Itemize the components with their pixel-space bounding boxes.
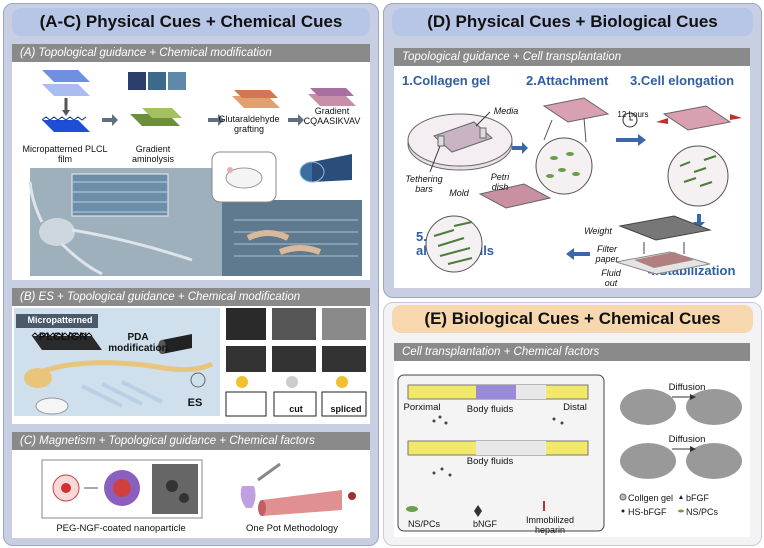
- section-e-illustration: [397, 374, 742, 532]
- legend-bfgf: bFGF: [686, 493, 710, 503]
- legend-collagen-gel: Collgen gel: [628, 493, 674, 503]
- label-diffusion-bottom: Diffusion: [668, 434, 706, 445]
- step-attachment: 2.Attachment: [526, 73, 609, 88]
- legend-bngf: bNGF: [472, 519, 497, 529]
- section-d-illustration: [407, 97, 742, 275]
- section-d-title: Topological guidance + Cell transplantat…: [394, 48, 750, 66]
- legend-ns-pcs-left: NS/PCs: [407, 519, 440, 529]
- label-media: Media: [493, 106, 519, 116]
- section-c-illustration: [41, 459, 356, 519]
- section-a-title: (A) Topological guidance + Chemical modi…: [12, 44, 370, 62]
- step-collagen-gel: 1.Collagen gel: [402, 73, 491, 88]
- aminolysis-illustration: [128, 72, 186, 126]
- label-tethering-bars: Tethering bars: [405, 174, 443, 194]
- label-gradient-aminolysis: Gradient aminolysis: [131, 144, 174, 164]
- section-e-title: Cell transplantation + Chemical factors: [394, 343, 750, 361]
- label-fluid-out: Fluid out: [601, 268, 621, 288]
- panel-d-title: (D) Physical Cues + Biological Cues: [392, 8, 753, 36]
- section-e: Cell transplantation + Chemical factors: [394, 343, 750, 537]
- label-micropatterned: Micropatterned: [27, 315, 93, 325]
- label-distal: Distal: [563, 402, 587, 413]
- label-pda-modification: PDA modification: [108, 332, 168, 354]
- label-12-hours: 12 hours: [617, 110, 649, 119]
- section-b-illustration: [14, 308, 367, 417]
- label-porximal: Porximal: [403, 402, 441, 413]
- label-peg-ngf-nanoparticle: PEG-NGF-coated nanoparticle: [56, 523, 186, 534]
- label-micropatterned-plcl: Micropatterned PLCL film: [22, 144, 108, 164]
- label-spliced: spliced: [330, 404, 362, 414]
- plcl-film-illustration: [41, 70, 90, 132]
- label-one-pot: One Pot Methodology: [246, 523, 338, 534]
- section-b: (B) ES + Topological guidance + Chemical…: [12, 288, 370, 424]
- step-cell-elongation: 3.Cell elongation: [630, 73, 735, 88]
- section-d: Topological guidance + Cell transplantat…: [394, 48, 750, 288]
- legend-ns-pcs-right: NS/PCs: [686, 507, 719, 517]
- panel-biological-chemical: (E) Biological Cues + Chemical Cues Cell…: [383, 302, 762, 546]
- panel-e-title: (E) Biological Cues + Chemical Cues: [392, 305, 753, 333]
- label-es: ES: [187, 397, 203, 409]
- section-a: (A) Topological guidance + Chemical modi…: [12, 44, 370, 280]
- legend-hs-bfgf: HS-bFGF: [628, 507, 667, 517]
- label-petri-dish: Petri dish: [490, 172, 510, 192]
- label-cut: cut: [289, 404, 303, 414]
- label-weight: Weight: [584, 226, 612, 236]
- section-c-title: (C) Magnetism + Topological guidance + C…: [12, 432, 370, 450]
- label-body-fluids-bottom: Body fluids: [466, 456, 514, 467]
- label-plcl-gn: PLCL/GN: [38, 331, 88, 343]
- label-body-fluids-top: Body fluids: [466, 404, 514, 415]
- legend-immobilized-heparin: Immobilized heparin: [525, 515, 574, 535]
- section-c: (C) Magnetism + Topological guidance + C…: [12, 432, 370, 538]
- label-filter-paper: Filter paper: [595, 244, 619, 264]
- panel-ac-title: (A-C) Physical Cues + Chemical Cues: [12, 8, 370, 36]
- panel-physical-biological: (D) Physical Cues + Biological Cues Topo…: [383, 3, 762, 298]
- section-a-illustration: [28, 70, 362, 276]
- section-b-title: (B) ES + Topological guidance + Chemical…: [12, 288, 370, 306]
- label-diffusion-top: Diffusion: [668, 382, 706, 393]
- panel-physical-chemical: (A-C) Physical Cues + Chemical Cues (A) …: [3, 3, 379, 546]
- label-glutaraldehyde: Glutaraldehyde grafting: [218, 114, 280, 134]
- label-mold: Mold: [449, 188, 469, 198]
- label-gradient-peptide: Gradient CQAASIKVAV: [303, 106, 361, 126]
